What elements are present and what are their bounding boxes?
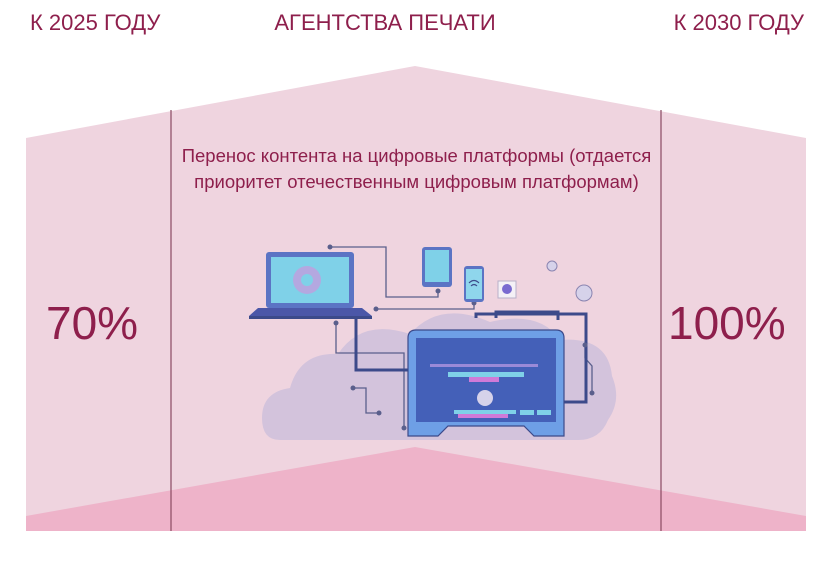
tablet-icon [422, 247, 452, 287]
value-2025: 70% [46, 297, 139, 349]
digital-platforms-illustration [249, 244, 617, 440]
period-2030-label: К 2030 ГОДУ [673, 10, 804, 35]
gear-icon [546, 260, 593, 302]
goal-description: Перенос контента на цифровые платформы (… [181, 145, 652, 192]
value-2030: 100% [668, 297, 786, 349]
3d-printer-icon [407, 329, 565, 437]
laptop-icon [249, 252, 372, 319]
period-2025-label: К 2025 ГОДУ [30, 10, 161, 35]
globe-icon [497, 280, 517, 299]
section-title: АГЕНТСТВА ПЕЧАТИ [274, 10, 496, 35]
phone-icon [464, 266, 484, 302]
